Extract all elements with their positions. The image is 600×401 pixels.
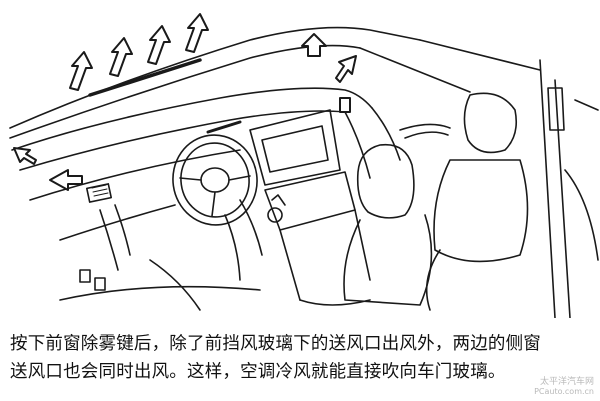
dashboard xyxy=(11,58,401,241)
airflow-arrows-side xyxy=(13,33,357,191)
door-panel xyxy=(399,59,599,318)
steering-wheel xyxy=(172,134,263,281)
airflow-arrow-icon xyxy=(13,147,37,165)
side-vent-left xyxy=(85,183,131,271)
airflow-arrow-icon xyxy=(69,51,93,91)
car-interior-illustration xyxy=(9,13,599,318)
airflow-arrow-icon xyxy=(335,55,357,83)
center-console xyxy=(249,109,371,306)
airflow-arrows-windshield xyxy=(69,13,209,91)
caption: 按下前窗除雾键后，除了前挡风玻璃下的送风口出风外，两边的侧窗 送风口也会同时出风… xyxy=(10,330,592,386)
airflow-arrow-icon xyxy=(147,25,171,65)
airflow-arrow-icon xyxy=(301,33,327,57)
watermark: 太平洋汽车网 PCauto.com.cn xyxy=(534,377,594,397)
airflow-arrow-icon xyxy=(49,169,83,191)
caption-line-2: 送风口也会同时出风。这样，空调冷风就能直接吹向车门玻璃。 xyxy=(10,362,506,382)
watermark-url: PCauto.com.cn xyxy=(534,387,594,396)
caption-line-1: 按下前窗除雾键后，除了前挡风玻璃下的送风口出风外，两边的侧窗 xyxy=(10,334,541,354)
windshield-outline xyxy=(9,26,541,139)
watermark-name: 太平洋汽车网 xyxy=(539,377,594,387)
floor-pedals xyxy=(59,259,261,311)
passenger-seat xyxy=(343,92,529,311)
airflow-arrow-icon xyxy=(109,37,133,77)
airflow-arrow-icon xyxy=(185,13,209,53)
